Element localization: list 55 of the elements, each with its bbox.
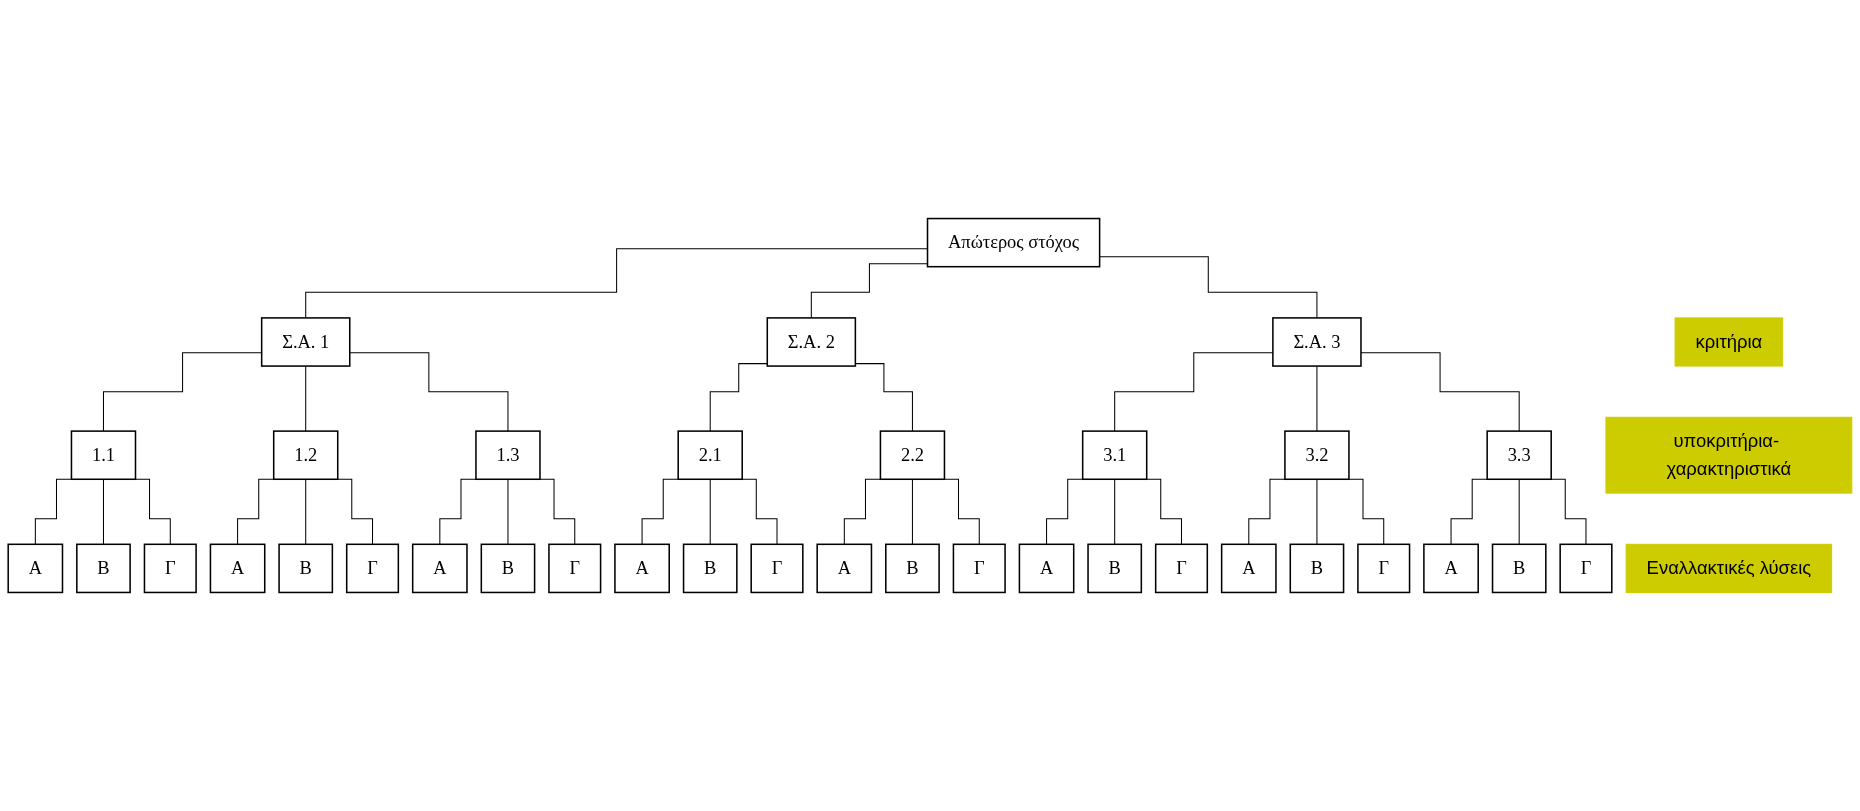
node-box: Σ.Α. 3 [1272,317,1362,367]
node-box: 1.2 [272,430,339,481]
node-box: 3.3 [1486,430,1552,481]
node-box: 3.2 [1284,430,1350,481]
connector [709,478,711,545]
connector [349,352,509,432]
node-box: Α [411,543,468,594]
node-box: υποκριτήρια- χαρακτηριστικά [1605,416,1853,494]
node-box: Α [209,543,266,594]
node-box: Σ.Α. 1 [260,317,351,367]
node-box: Β [76,543,131,594]
node-box: Γ [143,543,197,594]
node-box: Γ [1357,543,1411,594]
connector [1518,478,1520,545]
connector [305,478,307,545]
node-box: 3.1 [1081,430,1148,481]
node-box: Γ [952,543,1006,594]
node-box: Β [682,543,738,594]
node-box: Γ [1154,543,1209,594]
node-box: Α [816,543,873,594]
connector [1316,365,1318,432]
node-box: 1.1 [70,430,137,481]
connector [102,478,104,545]
node-box: Α [7,543,64,594]
node-box: κριτήρια [1674,317,1784,367]
node-box: 2.2 [879,430,946,481]
connector [911,478,913,545]
node-box: 2.1 [677,430,743,481]
connector [1316,478,1318,545]
connector [1114,478,1116,545]
node-box: Α [1220,543,1277,594]
node-box: Γ [750,543,804,594]
node-box: Εναλλακτικές λύσεις [1625,543,1833,593]
node-box: Γ [345,543,400,594]
node-box: Β [278,543,334,594]
node-box: Β [480,543,536,594]
node-box: Β [1087,543,1143,594]
connector [1099,256,1318,319]
node-box: Α [1018,543,1075,594]
node-box: 1.3 [475,430,541,481]
connector [305,248,928,319]
node-box: Β [1491,543,1547,594]
connector [810,263,928,319]
node-box: Απώτερος στόχος [926,217,1101,268]
node-box: Β [1289,543,1345,594]
connector [709,363,768,432]
node-box: Α [614,543,670,594]
node-box: Β [885,543,940,594]
node-box: Σ.Α. 2 [766,317,857,367]
connector [1360,352,1520,432]
connector [507,478,509,545]
node-box: Α [1423,543,1479,594]
node-box: Γ [1559,543,1613,594]
node-box: Γ [548,543,602,594]
connector [305,365,307,432]
